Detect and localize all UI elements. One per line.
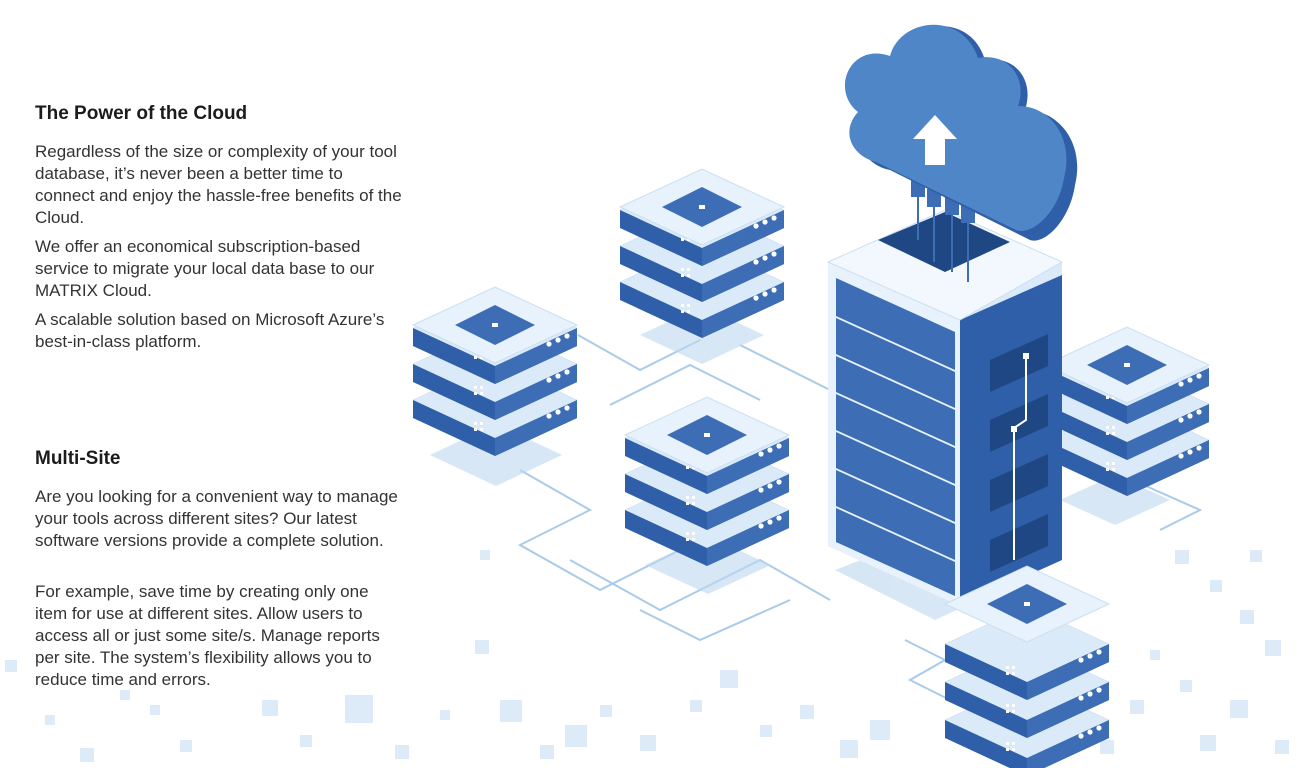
paragraph: We offer an economical subscription-base… bbox=[35, 237, 375, 300]
pixel-pattern bbox=[5, 550, 1289, 762]
server-rack bbox=[826, 209, 1064, 606]
paragraph: For example, save time by creating only … bbox=[35, 582, 380, 689]
cloud-shape bbox=[844, 24, 1078, 241]
paragraph: Regardless of the size or complexity of … bbox=[35, 142, 402, 227]
cloud-upload-icon bbox=[913, 115, 957, 165]
paragraph: Are you looking for a convenient way to … bbox=[35, 487, 398, 550]
section-title-cloud: The Power of the Cloud bbox=[35, 103, 248, 124]
paragraph: A scalable solution based on Microsoft A… bbox=[35, 310, 385, 351]
section-title-multisite: Multi-Site bbox=[35, 448, 121, 469]
